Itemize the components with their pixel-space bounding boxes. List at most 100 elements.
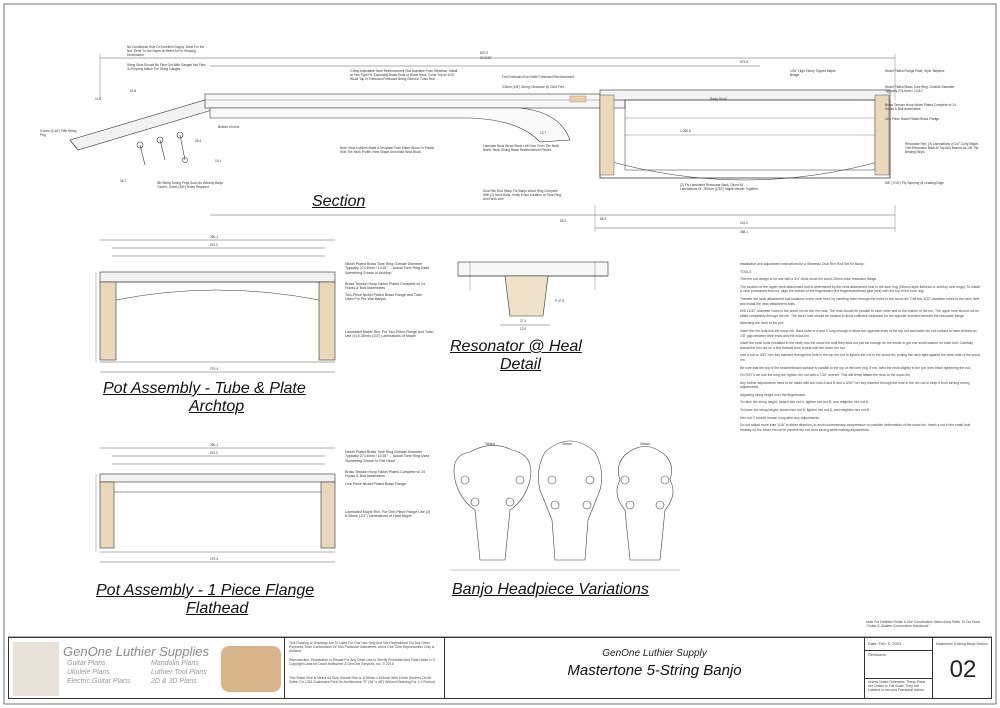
res-dim-2: 27.4	[520, 319, 527, 323]
ply-taper-note: 5/8" (7/16") Ply Tapering @ Leading Edge	[885, 181, 944, 185]
pot-tube-plate-sublabel: Archtop	[189, 398, 245, 415]
one-piece-flange-note: One Piece Nickel Plated Brass Flange	[885, 117, 940, 121]
pot-flange-sublabel: Flathead	[186, 600, 249, 617]
dim-d11: 54.0	[560, 219, 567, 223]
truss-rod-note: 2-Way Adjustable Neck Reinforcement Rod …	[350, 69, 458, 81]
resonator-heal-sublabel: Detail	[500, 356, 541, 373]
brand-cell: GenOne Luthier Supplies Guitar Plans Uku…	[9, 638, 285, 698]
brand-name: GenOne Luthier Supplies	[63, 644, 209, 659]
dim-d13: 241.0	[740, 221, 748, 225]
pot2-dim-top: 280.1	[210, 443, 218, 447]
dim-d14: 388.1	[740, 230, 748, 234]
product-electric: Electric Guitar Plans	[67, 678, 131, 685]
instruction-paragraph: Transfer the neck attachment bolt locati…	[740, 296, 980, 306]
res-dim-3: 12.0	[520, 327, 527, 331]
dim-d6: 61.8	[130, 89, 137, 93]
dim-d4: 1,066.8	[680, 129, 691, 133]
headpiece-3-label: Gibson	[640, 442, 651, 446]
pot1-tone-ring-note: Nickel Plated Brass Tone Ring Outside Di…	[345, 262, 430, 275]
flange-plate-note: Nickel Plated Flange Plate, Style Tailpi…	[885, 69, 945, 73]
instruction-paragraph: Any further adjustments need to be made …	[740, 380, 970, 390]
instruction-paragraph: TOOLS	[740, 269, 752, 274]
instruction-paragraph: To lower the string height, loosen hex n…	[740, 408, 870, 413]
instruction-paragraph: Adjusting string height over the fingerb…	[740, 392, 806, 397]
banjo-head-note: Banjo Head	[710, 97, 727, 101]
dim-d8: 19.1	[215, 159, 222, 163]
pot-tube-plate-label: Pot Assembly - Tube & Plate	[103, 380, 306, 397]
headpiece-2-label: Gibson	[562, 442, 573, 446]
reference-note: Note For Detailed Guitar & Uke Construct…	[866, 620, 981, 628]
dim-d10: 25.4	[195, 139, 202, 143]
instruction-paragraph: Be sure that the top of the neck/fretboa…	[740, 365, 972, 370]
product-mandolin: Mandolin Plans	[151, 660, 199, 667]
instruction-paragraph: Do not adjust more than 1/16" in either …	[740, 423, 971, 432]
instruction-paragraph: Attaching the neck to the pot:	[740, 321, 784, 326]
product-ukulele: Ukulele Plans	[67, 669, 110, 676]
instruction-paragraph: Installation and adjustment instructions…	[740, 262, 865, 266]
pot1-dim-mid: 241.0	[210, 243, 218, 247]
pot1-tension-hoop-note: Brass Tension Hoop Nickel Plated Complet…	[345, 282, 426, 291]
tuner-note: 5th String Tuning Pegs Such As Waverly B…	[157, 181, 224, 189]
neck-wood-note: Laminate Neck Wood Stock Left Over From …	[483, 144, 560, 152]
nut-note: No Conditional Hole Or Excellent Supply.…	[127, 45, 205, 57]
dim-d7: 12.7	[540, 131, 547, 135]
pot1-dim-bottom: 279.4	[210, 367, 218, 371]
instruction-paragraph: Drill 11/32"-diameter holes in the wood …	[740, 309, 980, 318]
resonator-back-note: (2) Ply Laminated Resonator Back, Glued …	[680, 183, 758, 191]
resonator-heal-view	[457, 261, 609, 326]
pot2-dim-bottom: 279.4	[210, 557, 218, 561]
section-label: Section	[312, 193, 366, 210]
instruction-paragraph: The location of the upper neck attachmen…	[740, 284, 980, 294]
section-view	[69, 54, 896, 232]
instruction-paragraph: Hex nut C should remain snug after any a…	[740, 415, 820, 420]
sheet-name: Mastertone 5-String Banjo Section	[936, 642, 988, 646]
pot1-dim-top: 280.1	[210, 235, 218, 239]
rim-rod-note: Dual Rim Rod Setup For Banjo Wood Ring C…	[483, 189, 562, 201]
revisions: Revisions:	[868, 652, 887, 657]
pot2-tone-ring-note: Nickel Plated Brass Tone Ring Outside Di…	[345, 450, 430, 463]
banjo-photo-image	[221, 646, 281, 692]
title-block: GenOne Luthier Supplies Guitar Plans Uku…	[8, 637, 992, 699]
pot1-rim-note: Laminated Maple Rim, For Two-Piece Flang…	[345, 330, 435, 339]
product-tool: Luthier Tool Plans	[151, 669, 207, 676]
tone-ring-note: Nickel Plated Brass Tone Ring, Outside D…	[885, 85, 955, 93]
instruction-paragraph: To raise the string height, loosen hex n…	[740, 400, 869, 405]
pot1-flange-note: Two-Piece Nickel Plated Brass Flange and…	[345, 293, 422, 302]
dim-d12: 85.3	[600, 217, 607, 221]
pot2-flange-note: One Piece Nickel Plated Brass Flange	[345, 482, 406, 486]
dim-overall: 870.9	[480, 51, 488, 55]
headpiece-label: Banjo Headpiece Variations	[452, 581, 649, 598]
resonator-heal-label: Resonator @ Heal	[450, 338, 582, 355]
string-slots-note: String Slots Should Be Filed Out With Ga…	[127, 63, 206, 71]
pot-flange-label: Pot Assembly - 1 Piece Flange	[96, 582, 315, 599]
legal-text-3: This Sheet Size is Meets A3 Size Overall…	[289, 676, 435, 684]
sheet-number: 02	[949, 656, 977, 683]
legal-text-1: This Drawing or Drawings Are To Used For…	[289, 641, 435, 653]
drawing-title: Mastertone 5-String Banjo	[567, 662, 742, 679]
product-guitar: Guitar Plans	[67, 660, 106, 667]
fifth-string-note: 5.0mm (1/16") Fifth String Peg	[40, 129, 77, 137]
res-dim-1: P 47.5	[555, 299, 565, 303]
instruction-paragraph: Insert the neck bolts (installed in the …	[740, 341, 973, 350]
instruction-paragraph: On RGT's we use the long nut: tighten th…	[740, 373, 912, 378]
product-2d3d: 2D & 3D Plans	[151, 678, 197, 685]
dim-d5: 11.9	[95, 97, 101, 101]
sheet-cell: Mastertone 5-String Banjo Section 02	[933, 638, 993, 698]
instruction-paragraph: This rim rod design is for use with a 3/…	[740, 277, 878, 282]
legal-cell: This Drawing or Drawings Are To Used For…	[285, 638, 445, 698]
pot2-rim-note: Laminated Maple Rim, For One-Piece Flang…	[345, 510, 431, 519]
dim-scale: 679.8	[740, 60, 748, 64]
fretboard-note: Fret Fretboard Even With Fretboard Reinf…	[502, 75, 575, 79]
unless-note: Unless Noted Otherwise, These Plans Are …	[868, 680, 926, 692]
pot-tube-plate-view	[95, 239, 336, 373]
legal-text-2: Reproduction, Distribution or Resale For…	[289, 658, 436, 666]
tension-hoop-note: Brass Tension Hoop Nickel Plated Complet…	[885, 103, 956, 111]
pot2-tension-hoop-note: Brass Tension Hoop Nickel Plated Complet…	[345, 470, 426, 479]
brand-logo-image	[13, 642, 59, 696]
dim-overall-in: 34 9/32"	[480, 56, 492, 60]
title-cell: GenOne Luthier Supply Mastertone 5-Strin…	[445, 638, 865, 698]
date-cell: Date: Feb. 9, 2023 Revisions: Unless Not…	[865, 638, 933, 698]
installation-instructions: Installation and adjustment instructions…	[740, 262, 980, 435]
headpiece-1-label: Gibson	[485, 442, 496, 446]
date: Date: Feb. 9, 2023	[868, 641, 902, 646]
